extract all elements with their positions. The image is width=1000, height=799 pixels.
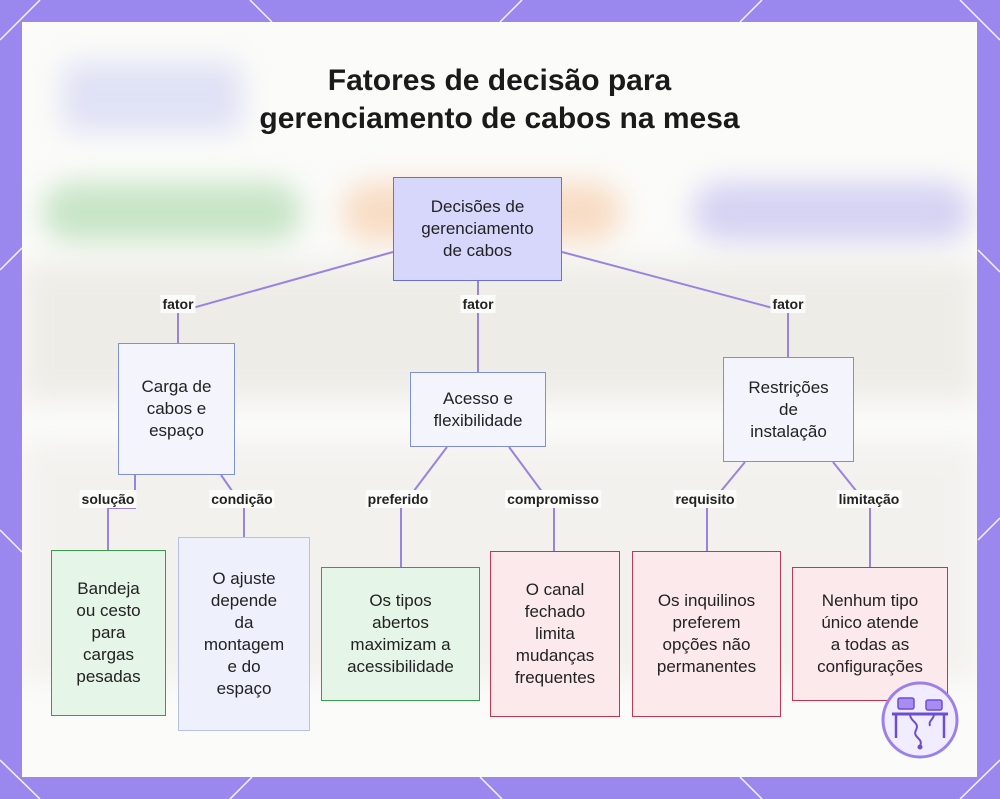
node-text: Os tipos (369, 591, 432, 610)
node-text: e do (227, 657, 261, 676)
node-text: Nenhum tipo (821, 591, 919, 610)
background-blob (42, 182, 302, 242)
title-line-2: gerenciamento de cabos na mesa (259, 102, 740, 135)
node-text: acessibilidade (347, 657, 454, 676)
node-text: Decisões de (430, 197, 525, 216)
edge-label-preferido: preferido (365, 490, 431, 508)
node-leaf-ajuste: O ajuste depende da montagem e do espaço (178, 537, 310, 731)
node-text: cabos e (146, 399, 207, 418)
node-text: único atende (821, 613, 919, 632)
node-text: Bandeja (77, 579, 140, 598)
node-text: flexibilidade (433, 410, 523, 430)
node-leaf-nenhum-tipo: Nenhum tipo único atende a todas as conf… (792, 567, 948, 701)
edge-label-solucao: solução (79, 490, 137, 508)
node-text: limita (535, 624, 575, 643)
node-text: fechado (524, 602, 586, 621)
page-title: Fatores de decisão para gerenciamento de… (22, 62, 977, 138)
node-factor-acesso: Acesso e flexibilidade (410, 372, 546, 447)
node-leaf-bandeja: Bandeja ou cesto para cargas pesadas (51, 550, 166, 716)
node-text: maximizam a (350, 635, 451, 654)
node-text: permanentes (656, 657, 757, 676)
node-leaf-tipos-abertos: Os tipos abertos maximizam a acessibilid… (321, 567, 480, 701)
node-text: Restrições (748, 377, 829, 397)
edge-label-fator: fator (460, 295, 496, 313)
edge-factor1-leaf2 (220, 474, 245, 537)
edge-label-limitacao: limitação (836, 490, 902, 508)
edge-factor1-leaf1 (107, 475, 136, 550)
node-text: de (779, 399, 798, 419)
node-leaf-inquilinos: Os inquilinos preferem opções não perman… (632, 551, 781, 717)
node-text: opções não (662, 635, 751, 654)
node-text: mudanças (515, 646, 595, 665)
node-text: frequentes (514, 668, 596, 687)
node-text: espaço (216, 679, 272, 698)
edge-factor2-leaf4 (508, 446, 555, 551)
node-text: O canal (525, 580, 585, 599)
node-text: O ajuste (212, 569, 276, 588)
background-blob (692, 182, 972, 242)
edge-factor3-leaf6 (832, 461, 871, 567)
edge-label-fator: fator (770, 295, 806, 313)
node-text: instalação (750, 421, 827, 441)
node-text: gerenciamento (421, 219, 534, 238)
node-text: de cabos (443, 241, 512, 260)
node-text: configurações (817, 657, 923, 676)
node-text: a todas as (830, 635, 910, 654)
node-leaf-canal-fechado: O canal fechado limita mudanças frequent… (490, 551, 620, 717)
node-factor-carga: Carga de cabos e espaço (118, 343, 235, 475)
node-text: montagem (203, 635, 285, 654)
edge-label-requisito: requisito (673, 490, 737, 508)
edge-root-factor1 (177, 251, 394, 343)
desk-cable-icon (881, 681, 959, 759)
node-factor-restricoes: Restrições de instalação (723, 357, 854, 462)
edge-root-factor3 (561, 251, 789, 357)
node-text: da (234, 613, 254, 632)
node-text: espaço (149, 421, 204, 440)
edge-factor2-leaf3 (400, 446, 448, 567)
background-blob (62, 62, 242, 132)
node-text: Carga de (141, 377, 212, 396)
node-text: Acesso e (443, 388, 513, 408)
node-text: pesadas (76, 667, 141, 686)
title-line-1: Fatores de decisão para (327, 64, 672, 97)
node-text: Os inquilinos (657, 591, 756, 610)
edge-factor3-leaf5 (706, 461, 746, 551)
node-text: cargas (82, 645, 135, 664)
node-text: abertos (372, 613, 429, 632)
node-text: depende (210, 591, 278, 610)
node-text: ou cesto (76, 601, 141, 620)
node-text: preferem (672, 613, 741, 632)
edge-label-condicao: condição (209, 490, 275, 508)
edge-label-compromisso: compromisso (505, 490, 601, 508)
node-text: para (91, 623, 126, 642)
node-root: Decisões de gerenciamento de cabos (393, 177, 562, 281)
edge-label-fator: fator (160, 295, 196, 313)
